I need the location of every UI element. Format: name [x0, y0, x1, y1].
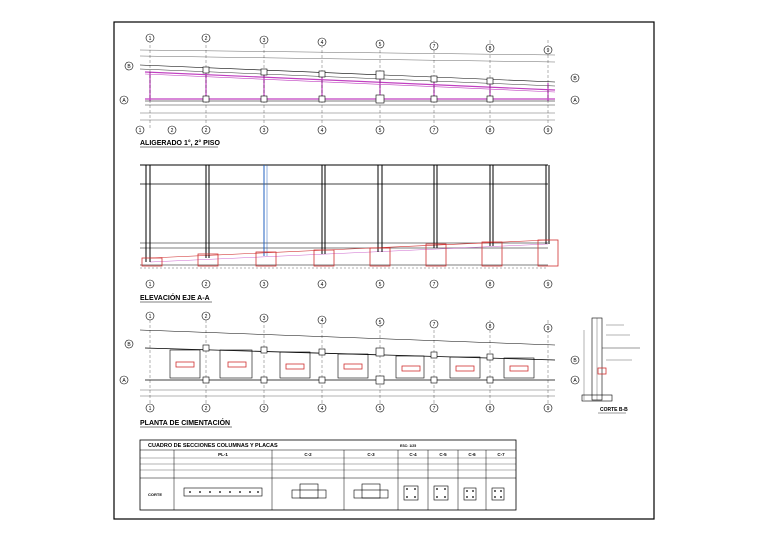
svg-text:1: 1: [149, 282, 152, 288]
col-header-c3: C-3: [367, 452, 375, 457]
svg-text:9: 9: [547, 406, 550, 412]
svg-text:5: 5: [379, 42, 382, 48]
section-title: CORTE B-B: [600, 407, 628, 413]
svg-text:2: 2: [205, 406, 208, 412]
plan-axis-bubbles-bottom: 1 2 2 3 4 5 7 8 9: [135, 125, 553, 135]
svg-text:1: 1: [139, 128, 142, 134]
plan-title: ALIGERADO 1°, 2° PISO: [140, 139, 220, 147]
svg-text:3: 3: [263, 128, 266, 134]
svg-text:8: 8: [489, 324, 492, 330]
svg-text:7: 7: [433, 282, 436, 288]
svg-text:8: 8: [489, 128, 492, 134]
svg-text:3: 3: [263, 316, 266, 322]
svg-text:8: 8: [489, 406, 492, 412]
row-label-corte: CORTE: [148, 492, 162, 497]
table-scale: ESC: 1/25: [400, 444, 416, 448]
svg-text:2: 2: [205, 314, 208, 320]
svg-text:8: 8: [489, 282, 492, 288]
svg-text:7: 7: [433, 406, 436, 412]
foundation-axis-bubbles: 1 2 3 4 5 7 8 9 1 2 3 4 5 7 8 9: [145, 311, 553, 413]
svg-text:5: 5: [379, 282, 382, 288]
elevation-axis-bubbles: 1 2 3 4 5 7 8 9: [145, 279, 553, 289]
svg-text:B: B: [127, 64, 131, 70]
svg-text:4: 4: [321, 318, 324, 324]
svg-text:2: 2: [171, 128, 174, 134]
svg-text:4: 4: [321, 128, 324, 134]
svg-text:1: 1: [149, 406, 152, 412]
svg-text:5: 5: [379, 406, 382, 412]
section-detail: CORTE B-B: [581, 317, 640, 414]
svg-text:A: A: [573, 98, 577, 104]
elevation-view: 1 2 3 4 5 7 8 9 ELEVACIÓN EJE A-A: [140, 164, 559, 303]
svg-text:3: 3: [263, 406, 266, 412]
plan-axis-bubbles-top: 1 2 3 4 5 7 8 9: [145, 33, 553, 55]
svg-text:2: 2: [205, 282, 208, 288]
col-header-c6: C-6: [468, 452, 476, 457]
elevation-title: ELEVACIÓN EJE A-A: [140, 293, 210, 302]
svg-text:B: B: [127, 342, 131, 348]
svg-text:A: A: [122, 98, 126, 104]
svg-text:7: 7: [433, 44, 436, 50]
svg-text:8: 8: [489, 46, 492, 52]
svg-text:7: 7: [433, 322, 436, 328]
col-header-c4: C-4: [409, 452, 417, 457]
col-header-c5: C-5: [439, 452, 447, 457]
svg-text:3: 3: [263, 282, 266, 288]
svg-text:4: 4: [321, 406, 324, 412]
svg-text:1: 1: [149, 314, 152, 320]
table-title: CUADRO DE SECCIONES COLUMNAS Y PLACAS: [148, 443, 278, 449]
foundation-view: 1 2 3 4 5 7 8 9 1 2 3 4 5 7 8 9 B A B A …: [119, 311, 580, 428]
svg-text:B: B: [573, 76, 577, 82]
svg-text:9: 9: [547, 282, 550, 288]
col-header-c2: C-2: [304, 452, 312, 457]
col-header-c7: C-7: [497, 452, 505, 457]
col-header-pl1: PL-1: [218, 452, 228, 457]
svg-text:1: 1: [149, 36, 152, 42]
svg-text:A: A: [122, 378, 126, 384]
svg-text:9: 9: [547, 326, 550, 332]
sheet-border: [113, 21, 655, 520]
svg-text:2: 2: [205, 36, 208, 42]
foundation-title: PLANTA DE CIMENTACIÓN: [140, 418, 230, 427]
svg-text:B: B: [573, 358, 577, 364]
svg-text:A: A: [573, 378, 577, 384]
sections-table: CUADRO DE SECCIONES COLUMNAS Y PLACAS ES…: [139, 439, 517, 511]
plan-view: 1 2 3 4 5 7 8 9 1 2 2 3 4 5 7 8 9 B A B …: [119, 33, 580, 148]
svg-text:5: 5: [379, 320, 382, 326]
svg-text:2: 2: [205, 128, 208, 134]
svg-text:9: 9: [547, 48, 550, 54]
svg-text:3: 3: [263, 38, 266, 44]
svg-text:4: 4: [321, 282, 324, 288]
svg-text:9: 9: [547, 128, 550, 134]
svg-text:4: 4: [321, 40, 324, 46]
svg-text:5: 5: [379, 128, 382, 134]
svg-text:7: 7: [433, 128, 436, 134]
